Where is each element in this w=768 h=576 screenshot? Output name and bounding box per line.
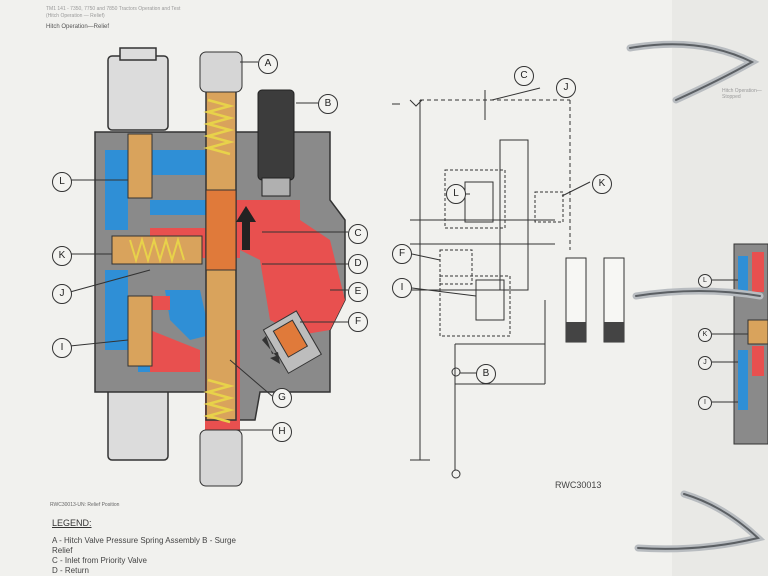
callout-c: C [348, 224, 368, 244]
manual-page-right: Hitch Operation— Stopped L K J I [672, 0, 768, 576]
schematic-callout-c: C [514, 66, 534, 86]
callout-l: L [52, 172, 72, 192]
page-header-line1: TM1 141 - 7350, 7750 and 7850 Tractors O… [46, 6, 181, 12]
callout-j: J [52, 284, 72, 304]
callout-k: K [52, 246, 72, 266]
figure-id: RWC30013 [555, 480, 602, 490]
callout-e: E [348, 282, 368, 302]
legend-item: D - Return [52, 566, 89, 575]
section-title: Hitch Operation—Relief [46, 24, 110, 30]
right-page-header: Hitch Operation— Stopped [722, 88, 762, 100]
callout-a: A [258, 54, 278, 74]
schematic-callout-l: L [446, 184, 466, 204]
right-callout-i: I [698, 396, 712, 410]
right-callout-j: J [698, 356, 712, 370]
legend-item: C - Inlet from Priority Valve [52, 556, 147, 565]
right-callout-k: K [698, 328, 712, 342]
figure-caption-small: RWC30013-UN: Relief Position [50, 502, 120, 508]
legend-item: A - Hitch Valve Pressure Spring Assembly… [52, 536, 236, 545]
callout-h: H [272, 422, 292, 442]
legend-item: Relief [52, 546, 73, 555]
schematic-callout-k: K [592, 174, 612, 194]
legend-title: LEGEND: [52, 518, 92, 528]
callout-g: G [272, 388, 292, 408]
schematic-callout-f: F [392, 244, 412, 264]
schematic-callout-j: J [556, 78, 576, 98]
right-callout-l: L [698, 274, 712, 288]
right-page-illustration [712, 243, 768, 445]
callout-d: D [348, 254, 368, 274]
page-header-line2: (Hitch Operation — Relief) [46, 13, 105, 19]
manual-page-left: TM1 141 - 7350, 7750 and 7850 Tractors O… [0, 0, 672, 576]
schematic-callout-i: I [392, 278, 412, 298]
callout-i: I [52, 338, 72, 358]
callout-b: B [318, 94, 338, 114]
valve-cutaway-illustration [69, 47, 625, 487]
callout-f: F [348, 312, 368, 332]
schematic-callout-b: B [476, 364, 496, 384]
